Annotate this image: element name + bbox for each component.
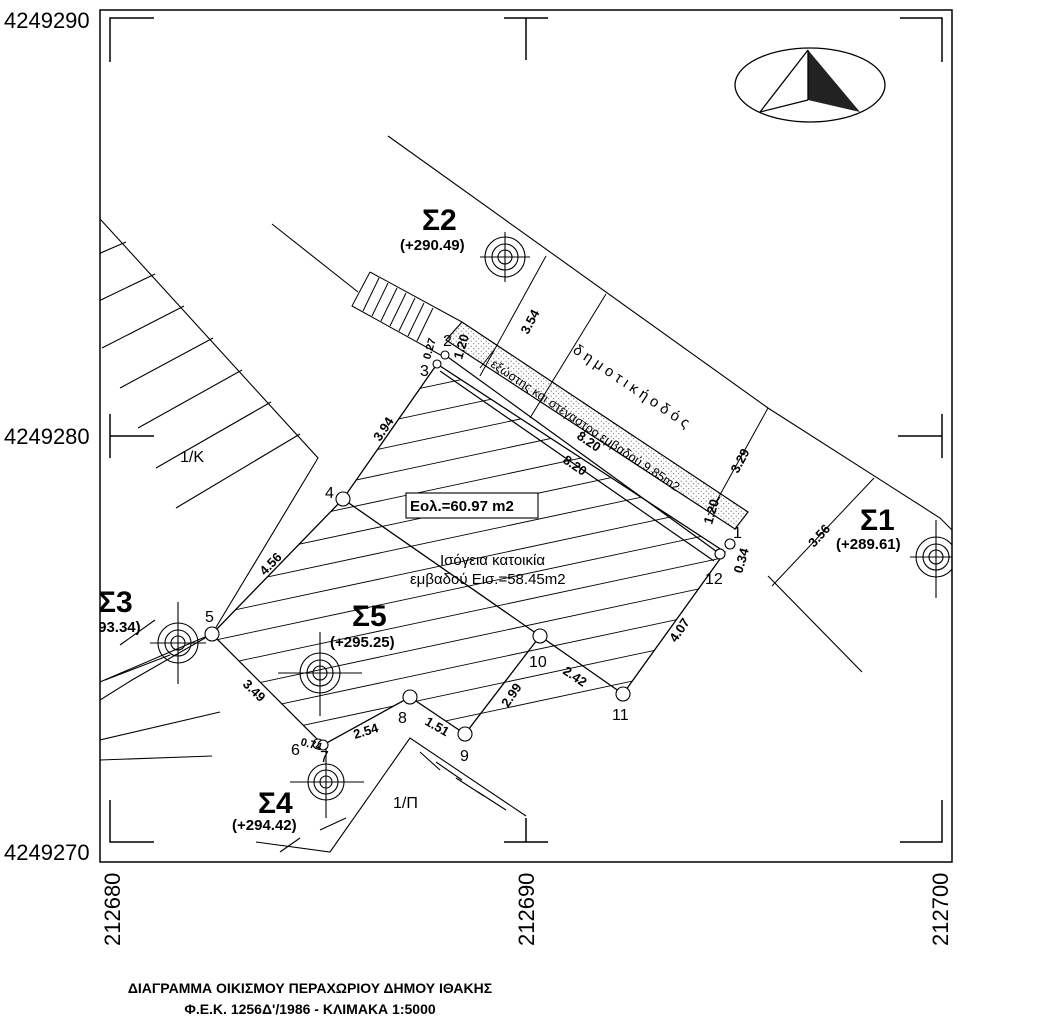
house-label-line2: εμβαδού Εισ.=58.45m2: [410, 571, 566, 588]
point-label-4: 4: [325, 485, 334, 502]
house-label-line1: Ισόγεια κατοικία: [440, 552, 545, 569]
grid-ticks: [109, 17, 943, 843]
plot-k-boundary: [100, 218, 319, 683]
dim-2-54: 2.54: [351, 720, 380, 742]
dim-3-49: 3.49: [240, 676, 269, 704]
station-s2-elevation: (+290.49): [400, 237, 465, 254]
station-s5-icon: [278, 632, 362, 716]
station-s5-name: Σ5: [352, 600, 387, 633]
dim-1-20-bottom: 1.20: [700, 497, 721, 525]
dim-0-34: 0.34: [730, 546, 752, 575]
station-s3-elevation: (+293.34): [76, 619, 141, 636]
station-s1-icon: [910, 520, 952, 598]
station-s3-icon: [150, 602, 206, 684]
dim-3-54: 3.54: [517, 306, 542, 336]
dim-3-29: 3.29: [727, 446, 752, 475]
plot-k-label: 1/Κ: [180, 449, 204, 466]
station-s5-elevation: (+295.25): [330, 634, 395, 651]
dim-1-20-top: 1.20: [450, 332, 471, 360]
plot-p-boundary: [100, 633, 527, 853]
station-s4-name: Σ4: [258, 787, 293, 820]
point-label-12: 12: [705, 571, 723, 588]
footer-subtitle: Φ.Ε.Κ. 1256Δ'/1986 - ΚΛΙΜΑΚΑ 1:5000: [184, 1001, 436, 1017]
point-label-8: 8: [398, 710, 407, 727]
dimension-lines: [479, 255, 875, 587]
station-s2-name: Σ2: [422, 204, 457, 237]
point-label-2: 2: [443, 333, 452, 350]
x-coord-right: 212700: [928, 872, 953, 946]
area-box: [405, 492, 539, 519]
station-s1-elevation: (+289.61): [836, 536, 901, 553]
dim-0-27: 0.27: [421, 337, 438, 361]
station-s3-name: Σ3: [98, 586, 133, 619]
footer-title: ΔΙΑΓΡΑΜΜΑ ΟΙΚΙΣΜΟΥ ΠΕΡΑΧΩΡΙΟΥ ΔΗΜΟΥ ΙΘΑΚ…: [127, 980, 493, 996]
steps-hatching: [351, 271, 463, 359]
house-outline: [211, 363, 726, 746]
plot-p-label: 1/Π: [393, 795, 418, 812]
point-label-1: 1: [733, 525, 742, 542]
station-s4-icon: [290, 748, 364, 818]
point-label-3: 3: [420, 363, 429, 380]
area-total-label: Εολ.=60.97 m2: [410, 498, 514, 515]
map-frame: [99, 9, 953, 863]
point-label-7: 7: [320, 749, 329, 766]
point-label-11: 11: [612, 707, 629, 724]
point-label-5: 5: [205, 609, 214, 626]
y-coord-top: 4249290: [4, 8, 90, 33]
x-coord-left: 212680: [100, 872, 125, 946]
point-markers: [204, 350, 736, 751]
point-label-9: 9: [460, 748, 469, 765]
north-arrow-icon: [734, 47, 886, 123]
dim-1-51: 1.51: [423, 714, 452, 740]
road-edge-lines: [271, 135, 952, 673]
y-coord-bottom: 4249270: [4, 840, 90, 865]
station-s2-icon: [480, 232, 530, 282]
dim-0-74: 0.74: [299, 736, 324, 753]
y-coord-mid: 4249280: [4, 424, 90, 449]
canopy-label: εξώστης και στέγαστρο εμβαδού 9.85m2: [488, 357, 682, 494]
station-s1-name: Σ1: [860, 504, 895, 537]
station-s4-elevation: (+294.42): [232, 817, 297, 834]
dim-3-94: 3.94: [370, 414, 397, 444]
canopy-area: [445, 321, 749, 530]
x-coord-mid: 212690: [514, 872, 539, 946]
point-label-6: 6: [291, 742, 300, 759]
point-label-10: 10: [529, 654, 547, 671]
dim-4-07: 4.07: [666, 615, 693, 644]
